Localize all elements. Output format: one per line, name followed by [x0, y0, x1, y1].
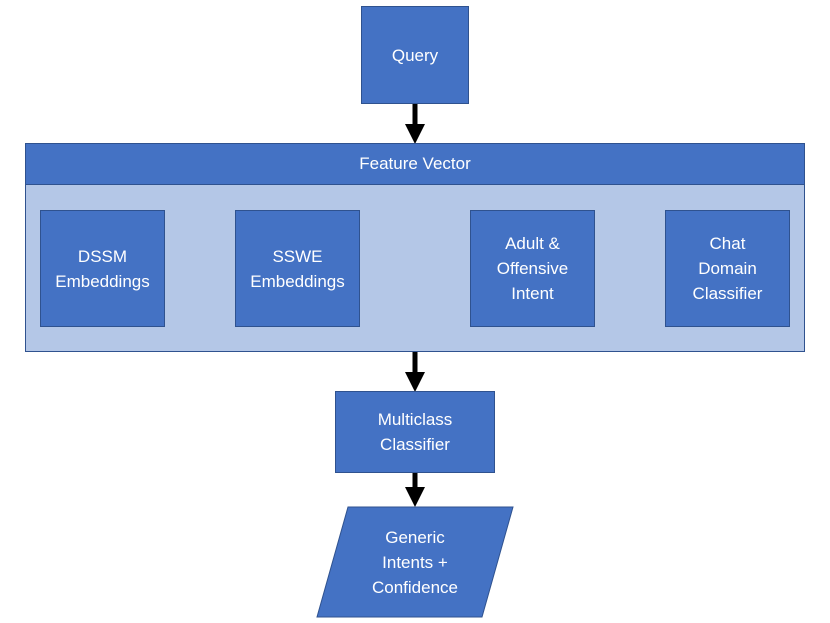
output-parallelogram — [316, 506, 514, 618]
feature-vector-label: Feature Vector — [359, 154, 471, 173]
chat-label-line-2: Domain — [698, 259, 757, 278]
multiclass-label-line-1: Multiclass — [377, 410, 453, 429]
output-label-line-2: Intents + — [382, 552, 448, 572]
adult-offensive-intent-node: Adult & Offensive Intent — [470, 210, 595, 327]
sswe-embeddings-node: SSWE Embeddings — [235, 210, 360, 327]
feature-vector-header: Feature Vector — [25, 143, 805, 185]
multiclass-classifier-node: Multiclass Classifier — [335, 391, 495, 473]
multiclass-label-line-2: Classifier — [380, 435, 450, 454]
dssm-label-line-2: Embeddings — [55, 271, 150, 291]
generic-intents-output-node: Generic Intents + Confidence — [316, 506, 514, 618]
adult-label-line-1: Adult & — [505, 234, 560, 253]
chat-domain-classifier-node: Chat Domain Classifier — [665, 210, 790, 327]
sswe-label-line-1: SSWE — [272, 246, 323, 266]
dssm-embeddings-node: DSSM Embeddings — [40, 210, 165, 327]
query-node: Query — [361, 6, 469, 104]
chat-label-line-1: Chat — [709, 234, 746, 253]
adult-label-line-3: Intent — [511, 284, 554, 303]
output-label-line-1: Generic — [385, 527, 445, 547]
sswe-label-line-2: Embeddings — [250, 271, 345, 291]
chat-label-line-3: Classifier — [692, 284, 763, 303]
dssm-label-line-1: DSSM — [77, 246, 128, 266]
adult-label-line-2: Offensive — [496, 259, 569, 278]
query-label: Query — [391, 45, 439, 65]
output-label-line-3: Confidence — [371, 577, 458, 597]
